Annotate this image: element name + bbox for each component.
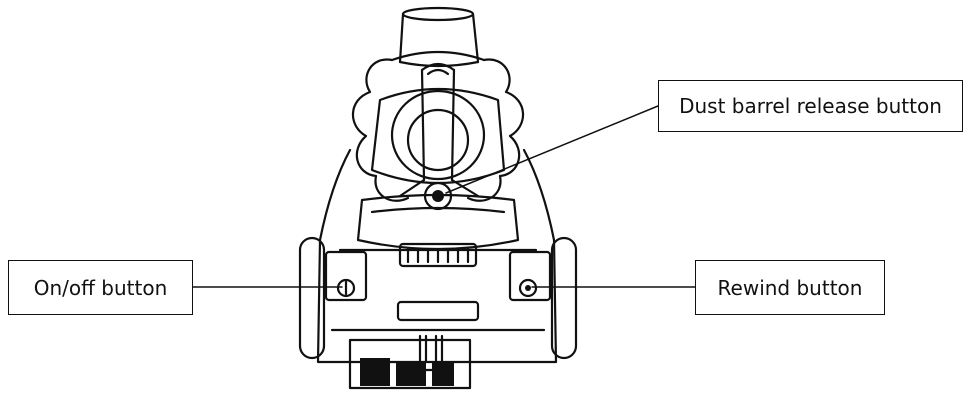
leader-line-dust <box>445 105 659 194</box>
cyclone-shroud <box>351 50 525 202</box>
rewind-button[interactable] <box>508 250 552 302</box>
right-wheel <box>550 236 578 360</box>
dust-barrel <box>370 87 506 185</box>
carry-handle <box>398 62 480 198</box>
label-on-off-button: On/off button <box>8 260 193 315</box>
label-dust-barrel-release-button: Dust barrel release button <box>658 80 963 132</box>
label-rewind-button: Rewind button <box>695 260 885 315</box>
label-text: Dust barrel release button <box>679 94 942 118</box>
label-text: On/off button <box>33 275 168 300</box>
vent-grille <box>398 242 478 268</box>
on-off-button[interactable] <box>324 250 368 302</box>
left-wheel <box>298 236 326 360</box>
base-cord-holder <box>348 334 472 390</box>
hose-outlet <box>398 6 480 68</box>
front-slot <box>396 300 480 322</box>
label-text: Rewind button <box>717 275 863 300</box>
